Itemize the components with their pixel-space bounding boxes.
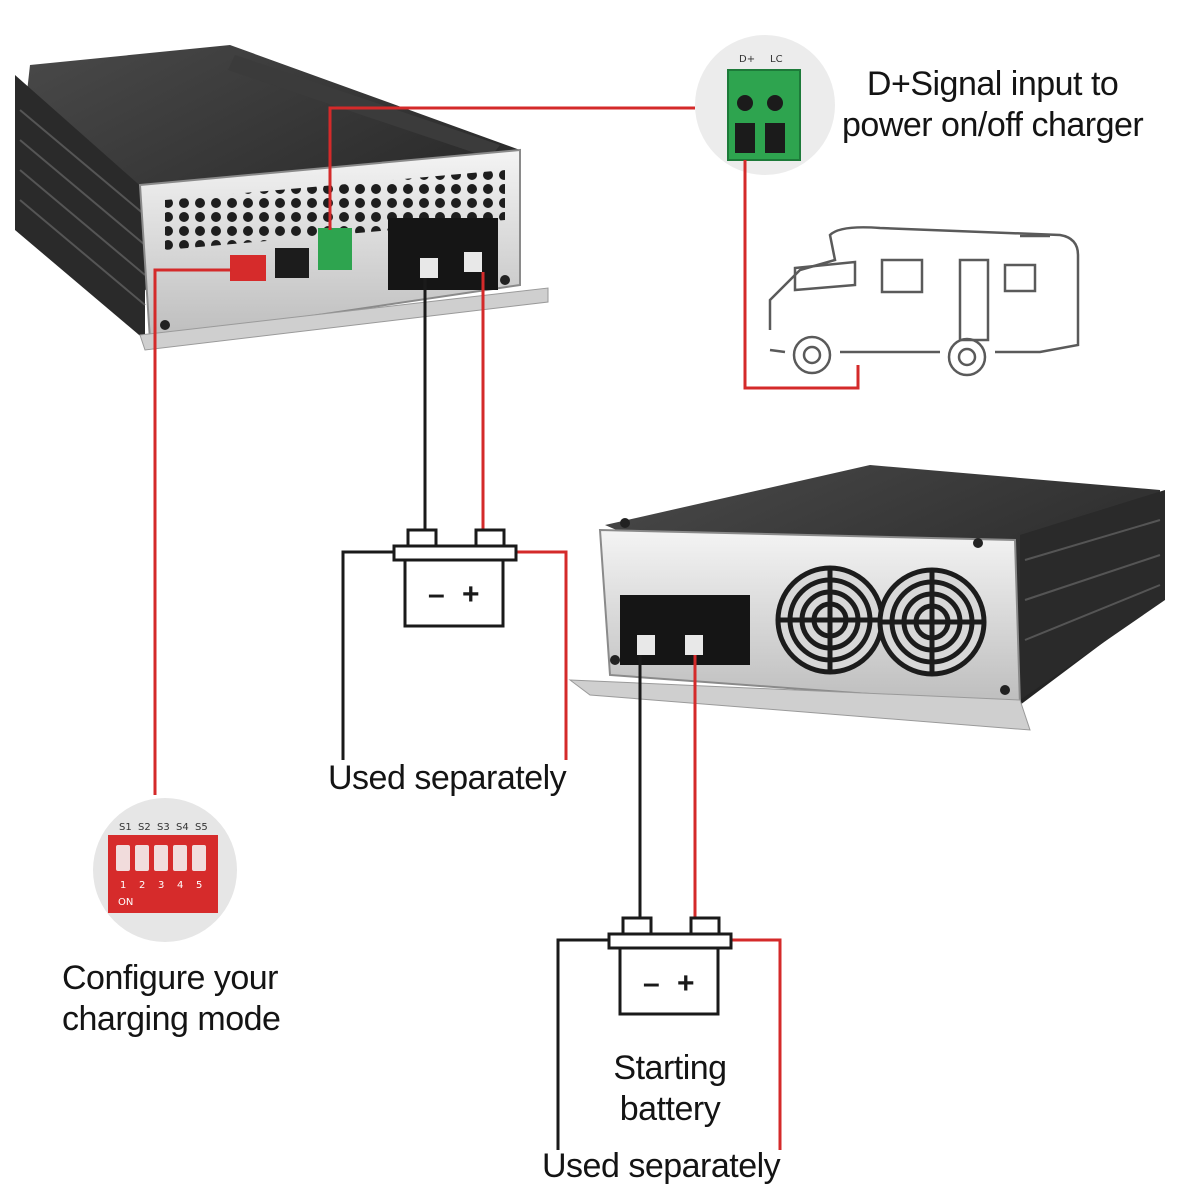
pin-label-dplus: D+ xyxy=(739,54,755,65)
starting-battery-label: Starting battery xyxy=(600,1048,740,1131)
d-signal-label-line2: power on/off charger xyxy=(842,106,1144,145)
dip-top-s1: S1 xyxy=(119,822,132,833)
aux-battery-minus: – xyxy=(428,578,445,611)
d-signal-label-line1: D+Signal input to xyxy=(866,65,1119,103)
aux-battery-plus: + xyxy=(462,578,480,611)
terminal-block-small xyxy=(318,228,352,270)
wire-start-negative-lead xyxy=(556,938,610,1150)
wire-dip-leader xyxy=(153,268,232,795)
starting-battery-line2: battery xyxy=(619,1090,721,1129)
wire-aux-negative-lead xyxy=(341,550,395,760)
aux-battery-symbol: – + xyxy=(392,528,518,628)
used-separately-bottom-label: Used separately xyxy=(542,1146,781,1187)
dip-on-label: ON xyxy=(118,897,133,908)
wire-dplus-signal xyxy=(328,106,695,230)
pin-label-lc: LC xyxy=(770,54,783,65)
dip-num-3: 3 xyxy=(158,880,164,891)
starting-battery-minus: – xyxy=(643,967,660,1000)
ethernet-port xyxy=(275,248,309,278)
motorhome-icon xyxy=(768,226,1080,377)
wire-aux-positive-lead xyxy=(515,550,568,760)
configure-label: Configure your charging mode xyxy=(62,958,281,1041)
dip-top-s3: S3 xyxy=(157,822,170,833)
starting-battery-line1: Starting xyxy=(613,1049,727,1087)
charger-bottom xyxy=(568,465,1165,731)
dip-num-4: 4 xyxy=(177,880,183,891)
charger-top xyxy=(15,45,549,351)
wire-dplus-to-rv xyxy=(743,160,860,390)
configure-label-line1: Configure your xyxy=(62,959,279,997)
dip-top-s5: S5 xyxy=(195,822,208,833)
used-separately-top-label: Used separately xyxy=(328,758,567,799)
starting-battery-plus: + xyxy=(677,967,695,1000)
d-signal-label: D+Signal input to power on/off charger xyxy=(842,64,1144,147)
wires xyxy=(153,106,860,1150)
dip-switch-small xyxy=(230,255,266,281)
used-separately-bottom-text: Used separately xyxy=(542,1147,781,1185)
dip-top-s4: S4 xyxy=(176,822,189,833)
connector-zoom: D+ LC xyxy=(695,35,835,175)
dip-top-s2: S2 xyxy=(138,822,151,833)
dip-num-1: 1 xyxy=(120,880,126,891)
dip-switch-zoom: S1 S2 S3 S4 S5 1 2 3 4 5 ON xyxy=(93,798,237,942)
fan-right xyxy=(877,567,987,677)
configure-label-line2: charging mode xyxy=(62,1000,281,1039)
used-separately-top-text: Used separately xyxy=(328,759,567,797)
wire-start-positive-lead xyxy=(730,938,782,1150)
starting-battery-symbol: – + xyxy=(607,916,733,1016)
fan-left xyxy=(775,565,885,675)
dip-num-2: 2 xyxy=(139,880,145,891)
dip-num-5: 5 xyxy=(196,880,202,891)
